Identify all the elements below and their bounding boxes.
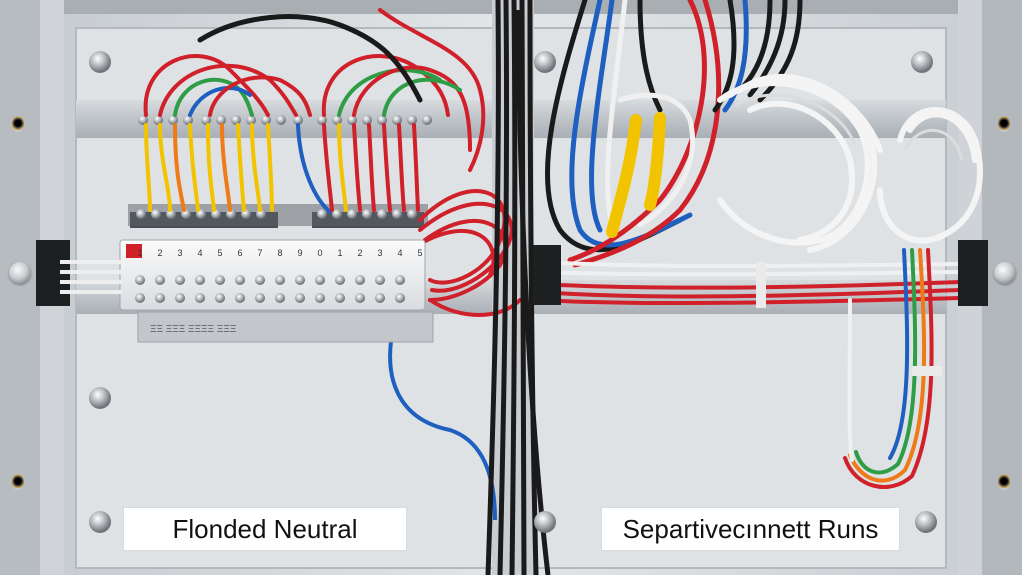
terminal-block [119, 239, 426, 311]
left-white-wires [60, 260, 122, 294]
frame-hole [998, 116, 1010, 132]
terminal-number: 2 [357, 248, 362, 258]
terminal-number: 7 [257, 248, 262, 258]
terminal-number: 1 [137, 248, 142, 258]
frame-screw [9, 262, 31, 284]
center-black-bundle [485, 0, 551, 575]
left-red-bundle [408, 189, 522, 317]
right-yellow-sleeves [606, 92, 696, 238]
terminal-number: 6 [237, 248, 242, 258]
caption-left: Flonded Neutral [124, 508, 406, 550]
terminal-block-numbers: 1 2 3 4 5 6 7 8 9 0 1 2 3 4 5 [137, 248, 422, 258]
frame-hole [12, 116, 24, 132]
terminal-number: 2 [157, 248, 162, 258]
terminal-block-red-tab [126, 244, 142, 258]
terminal-number: 1 [337, 248, 342, 258]
terminal-number: 3 [177, 248, 182, 258]
terminal-number: 4 [397, 248, 402, 258]
right-vertical-loop [843, 248, 934, 489]
terminal-number: 3 [377, 248, 382, 258]
frame-screw [994, 262, 1016, 284]
terminal-block-screws [135, 275, 405, 303]
cable-tie-right [756, 262, 766, 308]
right-white-coils [717, 73, 983, 253]
caption-right: Separtivecınnett Runs [602, 508, 899, 550]
panel-mounting-screws [89, 51, 937, 533]
right-white-coils-shadow [734, 93, 964, 161]
upper-terminal-screws [138, 115, 432, 125]
right-clamp-outer [958, 240, 988, 306]
terminal-label-text: ΞΞ ΞΞΞ ΞΞΞΞ ΞΞΞ [150, 324, 237, 335]
right-clamp-inner [533, 245, 561, 305]
frame-hole [998, 474, 1010, 490]
terminal-label-plate [137, 311, 434, 343]
middle-terminal-screws [136, 209, 417, 219]
terminal-number: 0 [317, 248, 322, 258]
left-top-loops [143, 8, 486, 172]
terminal-number: 5 [417, 248, 422, 258]
left-wire-group [144, 123, 420, 214]
terminal-number: 9 [297, 248, 302, 258]
frame-hole [12, 474, 24, 490]
terminal-number: 8 [277, 248, 282, 258]
terminal-number: 4 [197, 248, 202, 258]
right-wire-group [544, 0, 803, 268]
right-horizontal-run [539, 260, 961, 306]
terminal-number: 5 [217, 248, 222, 258]
cable-tie-lower [912, 366, 942, 376]
